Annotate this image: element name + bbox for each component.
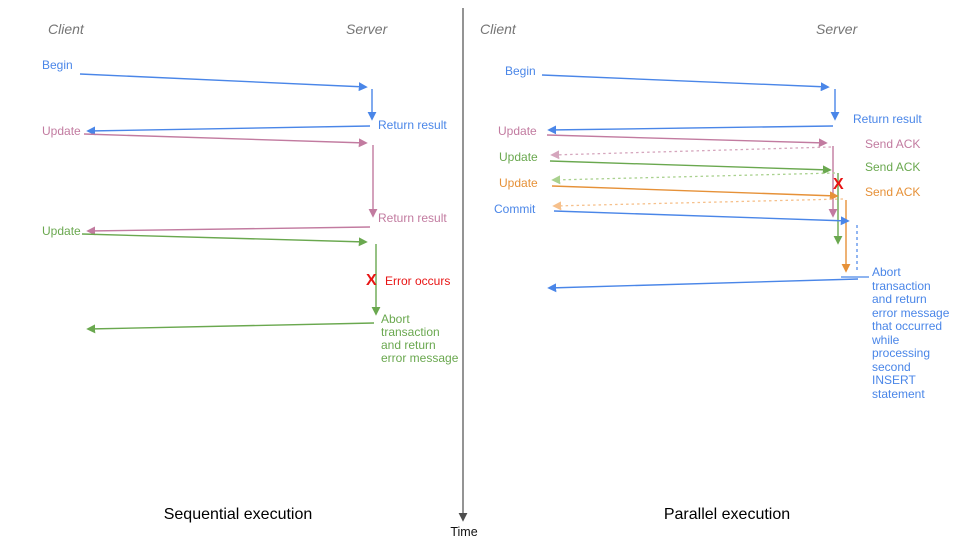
- right-commit-label: Commit: [494, 202, 536, 216]
- seq-return-result-1-arrow: [86, 125, 371, 136]
- right-update-1-label: Update: [498, 124, 537, 138]
- par-begin-request-arrow: [541, 74, 830, 92]
- par-update2-request-arrow: [549, 160, 832, 175]
- left-abort-label: Abort transaction and return error messa…: [381, 312, 459, 365]
- left-caption: Sequential execution: [163, 506, 313, 523]
- seq-return-result-2-arrow: [86, 226, 371, 236]
- par-ack1-dotted-arrow: [550, 146, 832, 160]
- right-send-ack-2-label: Send ACK: [865, 160, 921, 174]
- seq-begin-request-arrow: [79, 73, 368, 92]
- left-error-x-icon: X: [366, 272, 377, 289]
- right-caption: Parallel execution: [663, 506, 791, 523]
- par-update3-request-arrow: [551, 185, 839, 201]
- right-begin-label: Begin: [505, 64, 536, 78]
- left-update-1-label: Update: [42, 124, 81, 138]
- par-abort-return-arrow: [547, 278, 859, 293]
- seq-abort-return-arrow: [86, 322, 375, 334]
- left-return-result-2-label: Return result: [378, 211, 447, 225]
- right-return-result-label: Return result: [853, 112, 922, 126]
- par-ack2-dotted-arrow: [551, 172, 836, 185]
- left-server-header: Server: [346, 21, 388, 37]
- left-update-2-label: Update: [42, 224, 81, 238]
- par-ack3-dotted-arrow: [552, 198, 844, 211]
- right-abort-label: Abort transaction and return error messa…: [872, 265, 950, 401]
- right-send-ack-1-label: Send ACK: [865, 137, 921, 151]
- left-return-result-1-label: Return result: [378, 118, 447, 132]
- right-update-2-label: Update: [499, 150, 538, 164]
- left-error-occurs-label: Error occurs: [385, 274, 451, 288]
- left-begin-label: Begin: [42, 58, 73, 72]
- par-update1-request-arrow: [546, 134, 828, 148]
- seq-update1-request-arrow: [83, 133, 368, 148]
- right-error-x-icon: X: [833, 176, 844, 193]
- left-client-header: Client: [48, 21, 84, 37]
- right-server-header: Server: [816, 21, 858, 37]
- time-axis-label: Time: [450, 525, 478, 539]
- seq-update2-request-arrow: [81, 233, 368, 247]
- right-client-header: Client: [480, 21, 516, 37]
- par-return-result-arrow: [547, 125, 834, 135]
- right-update-3-label: Update: [499, 176, 538, 190]
- right-send-ack-3-label: Send ACK: [865, 185, 921, 199]
- par-commit-request-arrow: [553, 210, 850, 226]
